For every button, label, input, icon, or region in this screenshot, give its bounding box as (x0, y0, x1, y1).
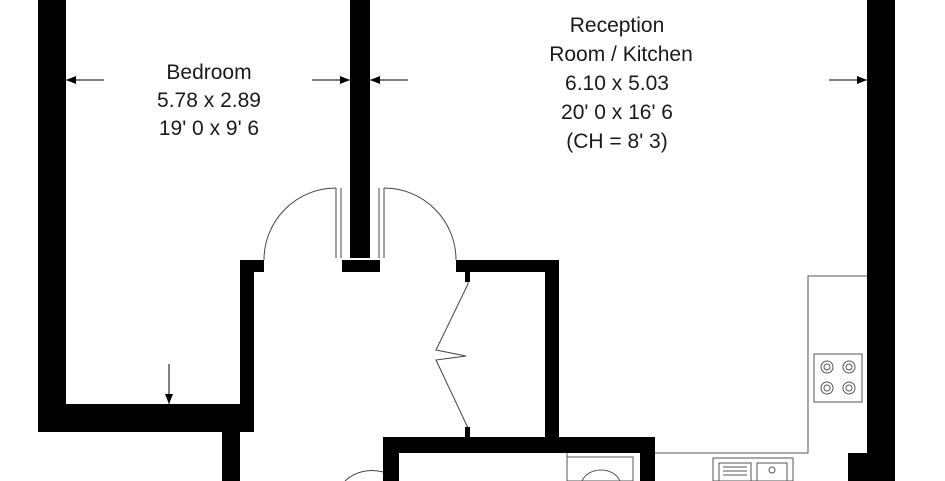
reception-dimensions-metric: 6.10 x 5.03 (565, 72, 669, 95)
hall-top-center-stub (342, 260, 380, 272)
cupboard-top-wall (456, 260, 559, 272)
bathroom-top-wall (383, 437, 655, 453)
dimension-markers (66, 76, 867, 404)
reception-door-swing (383, 187, 457, 261)
walls (38, 0, 895, 481)
bedroom-left-wall (38, 0, 66, 404)
bedroom-dimensions-metric: 5.78 x 2.89 (157, 89, 261, 112)
cupboard-right-wall (545, 260, 559, 438)
central-partition-wall (350, 0, 370, 258)
reception-ceiling-height: (CH = 8' 3) (566, 130, 667, 153)
hob-burner-2 (842, 360, 856, 374)
reception-label: Reception Room / Kitchen 6.10 x 5.03 20'… (549, 14, 693, 153)
bedroom-dimensions-imperial: 19' 0 x 9' 6 (159, 117, 259, 140)
hall-left-wall (240, 260, 254, 432)
bathroom-door-swing (344, 469, 384, 481)
washing-machine-drum (581, 469, 621, 481)
reception-right-wall (867, 0, 895, 481)
cupboard-bifold-door (435, 272, 469, 437)
bathroom-left-wall (383, 437, 399, 481)
doors (263, 187, 470, 481)
hob-burner-3 (820, 381, 834, 395)
kitchen-sink (712, 457, 794, 481)
bedroom-label: Bedroom 5.78 x 2.89 19' 0 x 9' 6 (157, 61, 261, 140)
bathroom-fittings (566, 453, 634, 481)
hob-burner-4 (842, 381, 856, 395)
reception-name-line1: Reception (570, 14, 665, 37)
hall-top-left-stub (240, 260, 264, 272)
reception-dimensions-imperial: 20' 0 x 16' 6 (561, 101, 673, 124)
kitchen-worktop-outline (655, 275, 867, 454)
bathroom-right-wall (640, 437, 655, 481)
bedroom-door-swing (263, 187, 337, 261)
hall-left-wall-lower (222, 404, 240, 481)
hob (813, 353, 863, 403)
bedroom-name: Bedroom (166, 61, 251, 84)
reception-name-line2: Room / Kitchen (549, 43, 693, 66)
washing-machine-outline (566, 456, 634, 481)
hob-burner-1 (820, 360, 834, 374)
bedroom-bottom-wall (38, 404, 240, 432)
reception-right-lower-wall (848, 453, 895, 481)
kitchen-fittings (655, 275, 867, 481)
